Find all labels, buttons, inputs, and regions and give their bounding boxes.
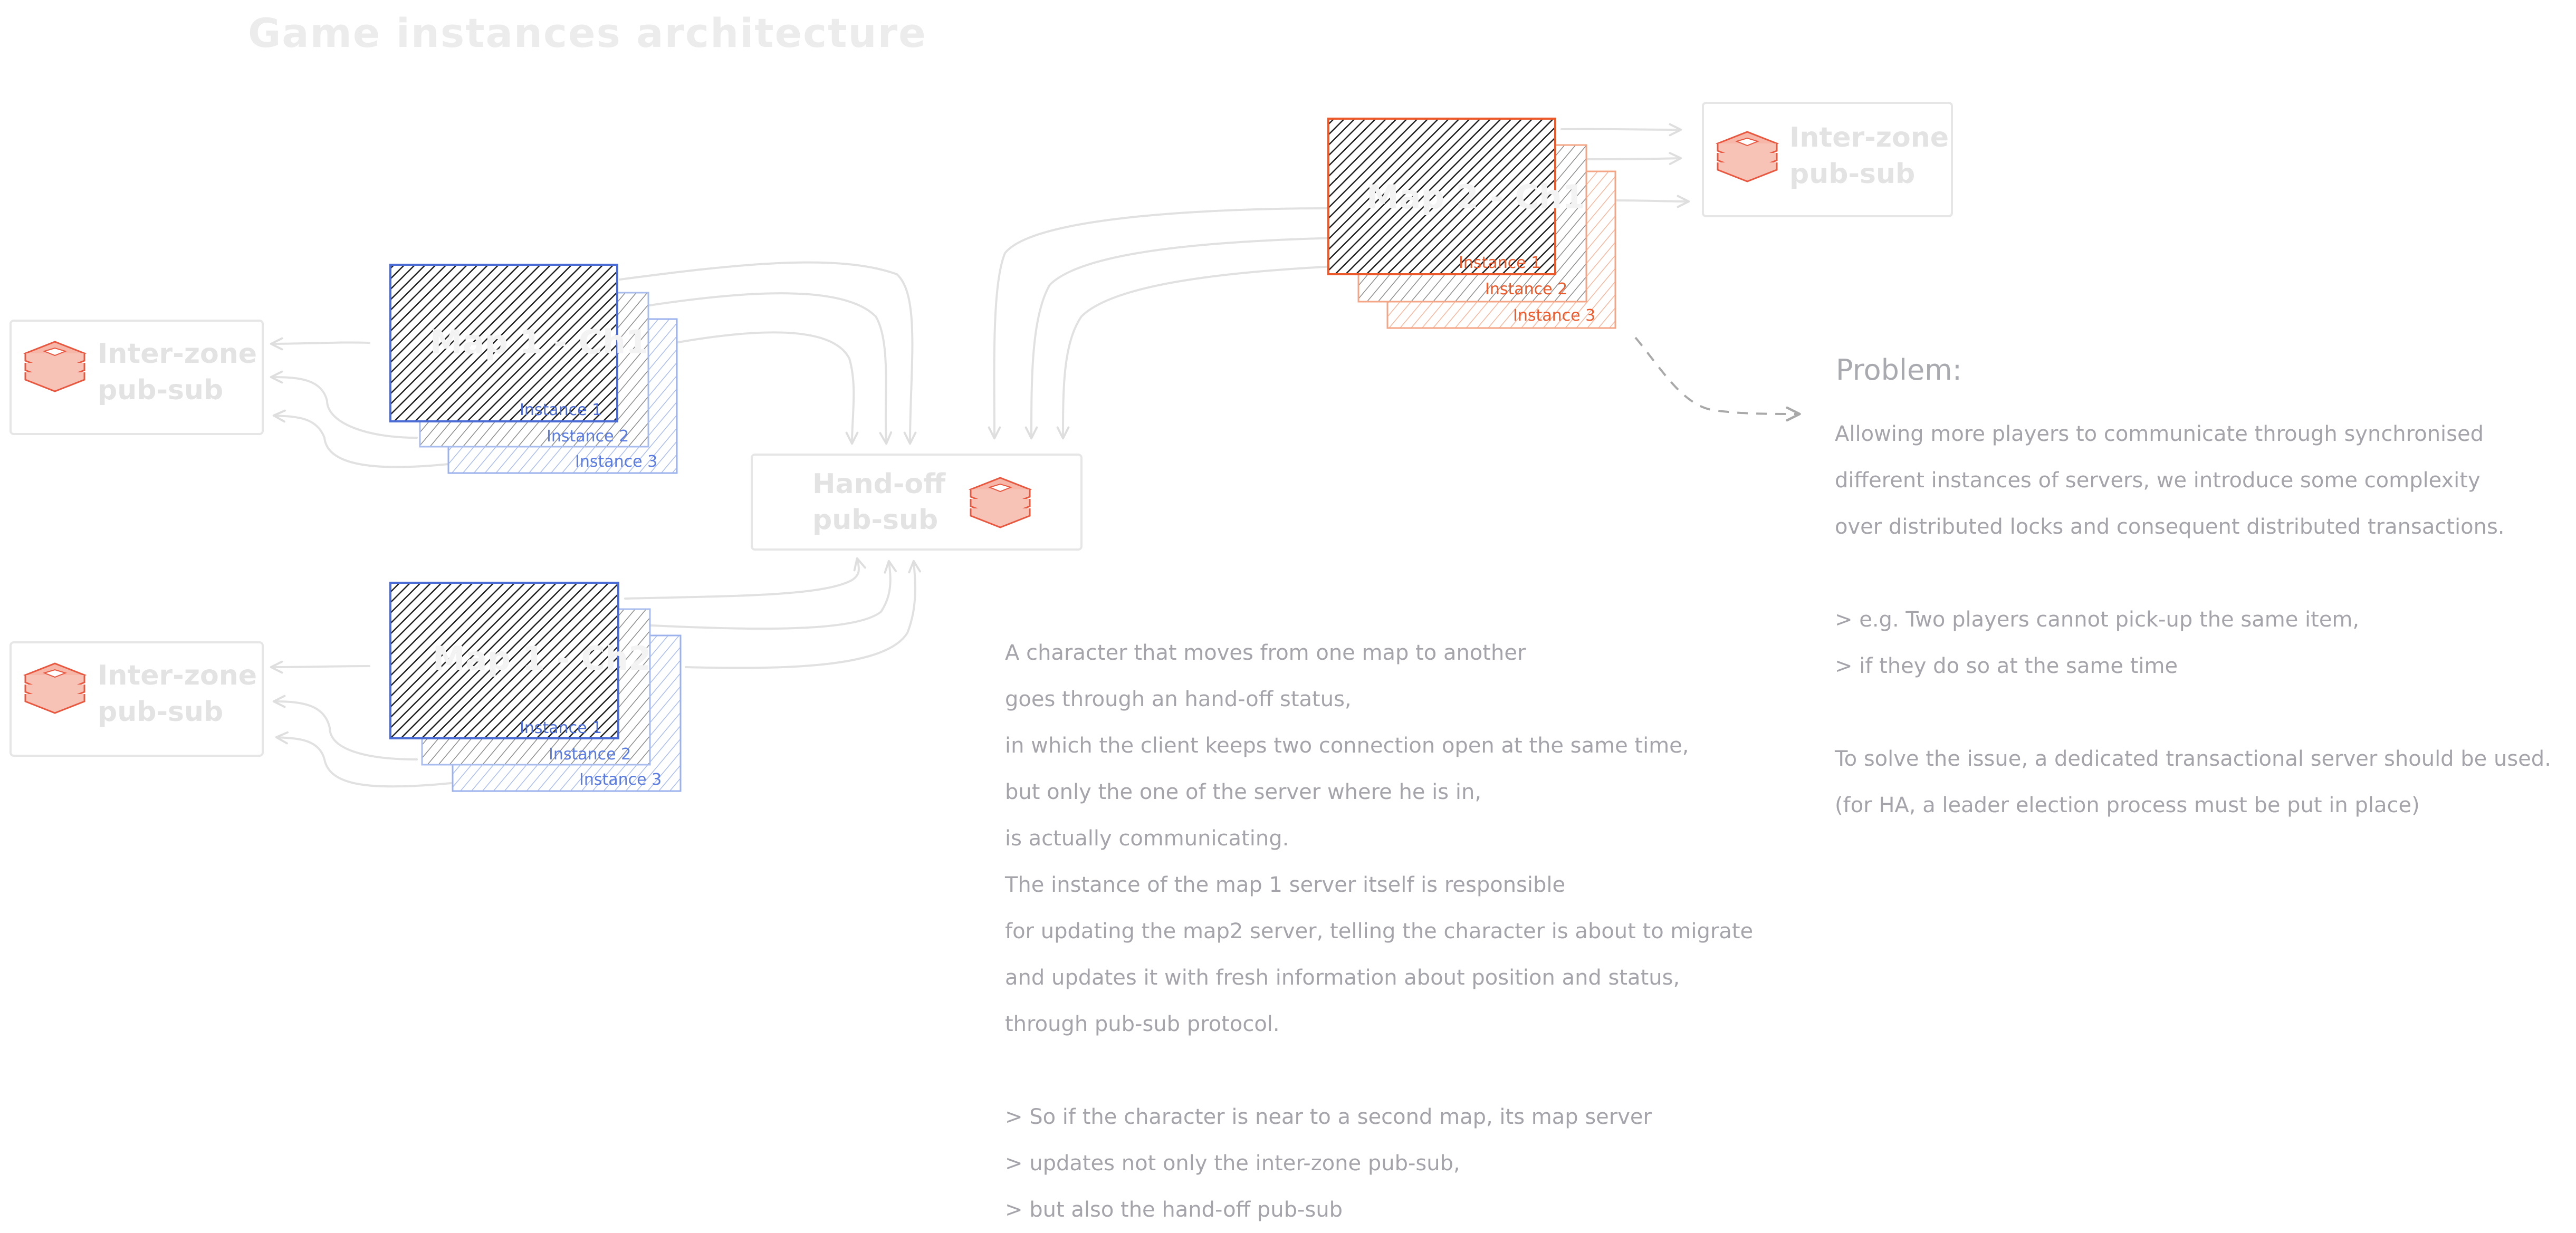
arrow-ch2-to-handoff-1 (624, 557, 866, 600)
instance-1-label: Instance 1 (520, 401, 602, 419)
problem-line: Allowing more players to communicate thr… (1835, 422, 2484, 446)
arrow-map2-to-handoff-1 (988, 207, 1330, 440)
note-line: The instance of the map 1 server itself … (1005, 873, 1566, 897)
problem-line (1835, 699, 2551, 726)
zone-label: Map 1 - Ch1 (430, 323, 648, 361)
note-line: is actually communicating. (1005, 826, 1289, 851)
instance-3-label: Instance 3 (575, 452, 657, 471)
pubsub-label-line2: pub-sub (1789, 158, 1915, 190)
pubsub-label-line1: Inter-zone (98, 338, 257, 370)
problem-line (1835, 560, 2551, 586)
problem-line: (for HA, a leader election process must … (1835, 793, 2420, 817)
note-line: through pub-sub protocol. (1005, 1012, 1280, 1036)
instance-1-label: Instance 1 (520, 719, 602, 737)
arrow-ch1-to-interzone-3 (272, 409, 449, 468)
zone-map1-ch1: Instance 3 Instance 2 Instance 1 Map 1 -… (389, 264, 678, 474)
pubsub-label-line2: pub-sub (812, 504, 938, 536)
note-line: goes through an hand-off status, (1005, 687, 1352, 711)
pubsub-label-line1: Inter-zone (98, 660, 257, 691)
instance-1-card (389, 264, 618, 422)
interzone-pubsub-2: Inter-zone pub-sub (9, 641, 264, 757)
note-line: in which the client keeps two connection… (1005, 734, 1689, 758)
problem-heading: Problem: (1836, 353, 1962, 387)
problem-line: > if they do so at the same time (1835, 654, 2178, 678)
pubsub-label-line2: pub-sub (98, 374, 223, 406)
problem-text: Allowing more players to communicate thr… (1835, 401, 2551, 829)
page-title: Game instances architecture (248, 9, 927, 56)
instance-1-card (1327, 118, 1556, 275)
zone-label: Map 2 - Ch1 (1366, 178, 1585, 216)
pubsub-box (9, 320, 264, 435)
handoff-note: A character that moves from one map to a… (1005, 620, 1753, 1233)
note-line: > but also the hand-off pub-sub (1005, 1198, 1343, 1222)
arrow-map2-to-interzone-1 (1560, 123, 1682, 137)
pubsub-box (751, 454, 1083, 551)
arrow-ch2-to-handoff-3 (685, 560, 921, 669)
note-line: > So if the character is near to a secon… (1005, 1105, 1652, 1129)
arrow-ch1-to-handoff-2 (645, 292, 893, 445)
instance-2-label: Instance 2 (549, 745, 631, 764)
problem-line: different instances of servers, we intro… (1835, 468, 2481, 493)
interzone-pubsub-3: Inter-zone pub-sub (1702, 102, 1953, 217)
zone-label: Map 1 - Ch2 (433, 639, 651, 678)
architecture-diagram: Inter-zone pub-sub Inter-zone pub-sub In… (9, 102, 1953, 792)
connection-arrows (270, 123, 1690, 788)
arrow-ch2-to-interzone-1 (270, 660, 370, 674)
problem-line: > e.g. Two players cannot pick-up the sa… (1835, 608, 2360, 632)
instance-1-label: Instance 1 (1459, 254, 1541, 272)
problem-line: over distributed locks and consequent di… (1835, 515, 2505, 539)
note-line: > updates not only the inter-zone pub-su… (1005, 1151, 1460, 1176)
instance-3-label: Instance 3 (579, 770, 662, 789)
zone-map2-ch1: Instance 3 Instance 2 Instance 1 Map 2 -… (1327, 118, 1616, 329)
note-line: but only the one of the server where he … (1005, 780, 1482, 804)
arrow-ch1-to-interzone-1 (270, 337, 370, 351)
instance-2-label: Instance 2 (1485, 280, 1567, 298)
arrow-map2-to-handoff-2 (1024, 236, 1362, 440)
zone-map1-ch2: Instance 3 Instance 2 Instance 1 Map 1 -… (389, 582, 682, 792)
arrow-ch1-to-handoff-1 (619, 261, 917, 445)
note-line: and updates it with fresh information ab… (1005, 966, 1680, 990)
instance-1-card (389, 582, 619, 739)
arrow-ch2-to-handoff-2 (640, 560, 897, 630)
arrow-map2-to-handoff-3 (1056, 263, 1394, 440)
pubsub-box (1702, 102, 1953, 217)
pubsub-label-line1: Hand-off (812, 468, 946, 500)
handoff-pubsub: Hand-off pub-sub (751, 454, 1083, 551)
arrow-map2-to-interzone-3 (1613, 195, 1690, 208)
redis-icon (24, 341, 85, 392)
problem-line: To solve the issue, a dedicated transact… (1835, 747, 2551, 771)
pubsub-label-line2: pub-sub (98, 696, 223, 728)
dashed-arrow-to-problem (1634, 336, 1801, 422)
note-line: for updating the map2 server, telling th… (1005, 919, 1754, 943)
instance-2-label: Instance 2 (547, 427, 629, 446)
redis-icon (1717, 131, 1778, 182)
arrow-ch1-to-interzone-2 (270, 370, 418, 439)
instance-3-label: Instance 3 (1513, 306, 1595, 325)
interzone-pubsub-1: Inter-zone pub-sub (9, 320, 264, 435)
redis-icon (970, 477, 1031, 528)
redis-icon (24, 662, 85, 714)
note-line (1005, 1057, 1753, 1084)
pubsub-label-line1: Inter-zone (1789, 122, 1949, 153)
arrow-ch2-to-interzone-2 (272, 695, 418, 760)
arrow-ch2-to-interzone-3 (275, 731, 452, 788)
arrow-ch1-to-handoff-3 (674, 331, 859, 445)
note-line: A character that moves from one map to a… (1005, 641, 1526, 665)
pubsub-box (9, 641, 264, 757)
